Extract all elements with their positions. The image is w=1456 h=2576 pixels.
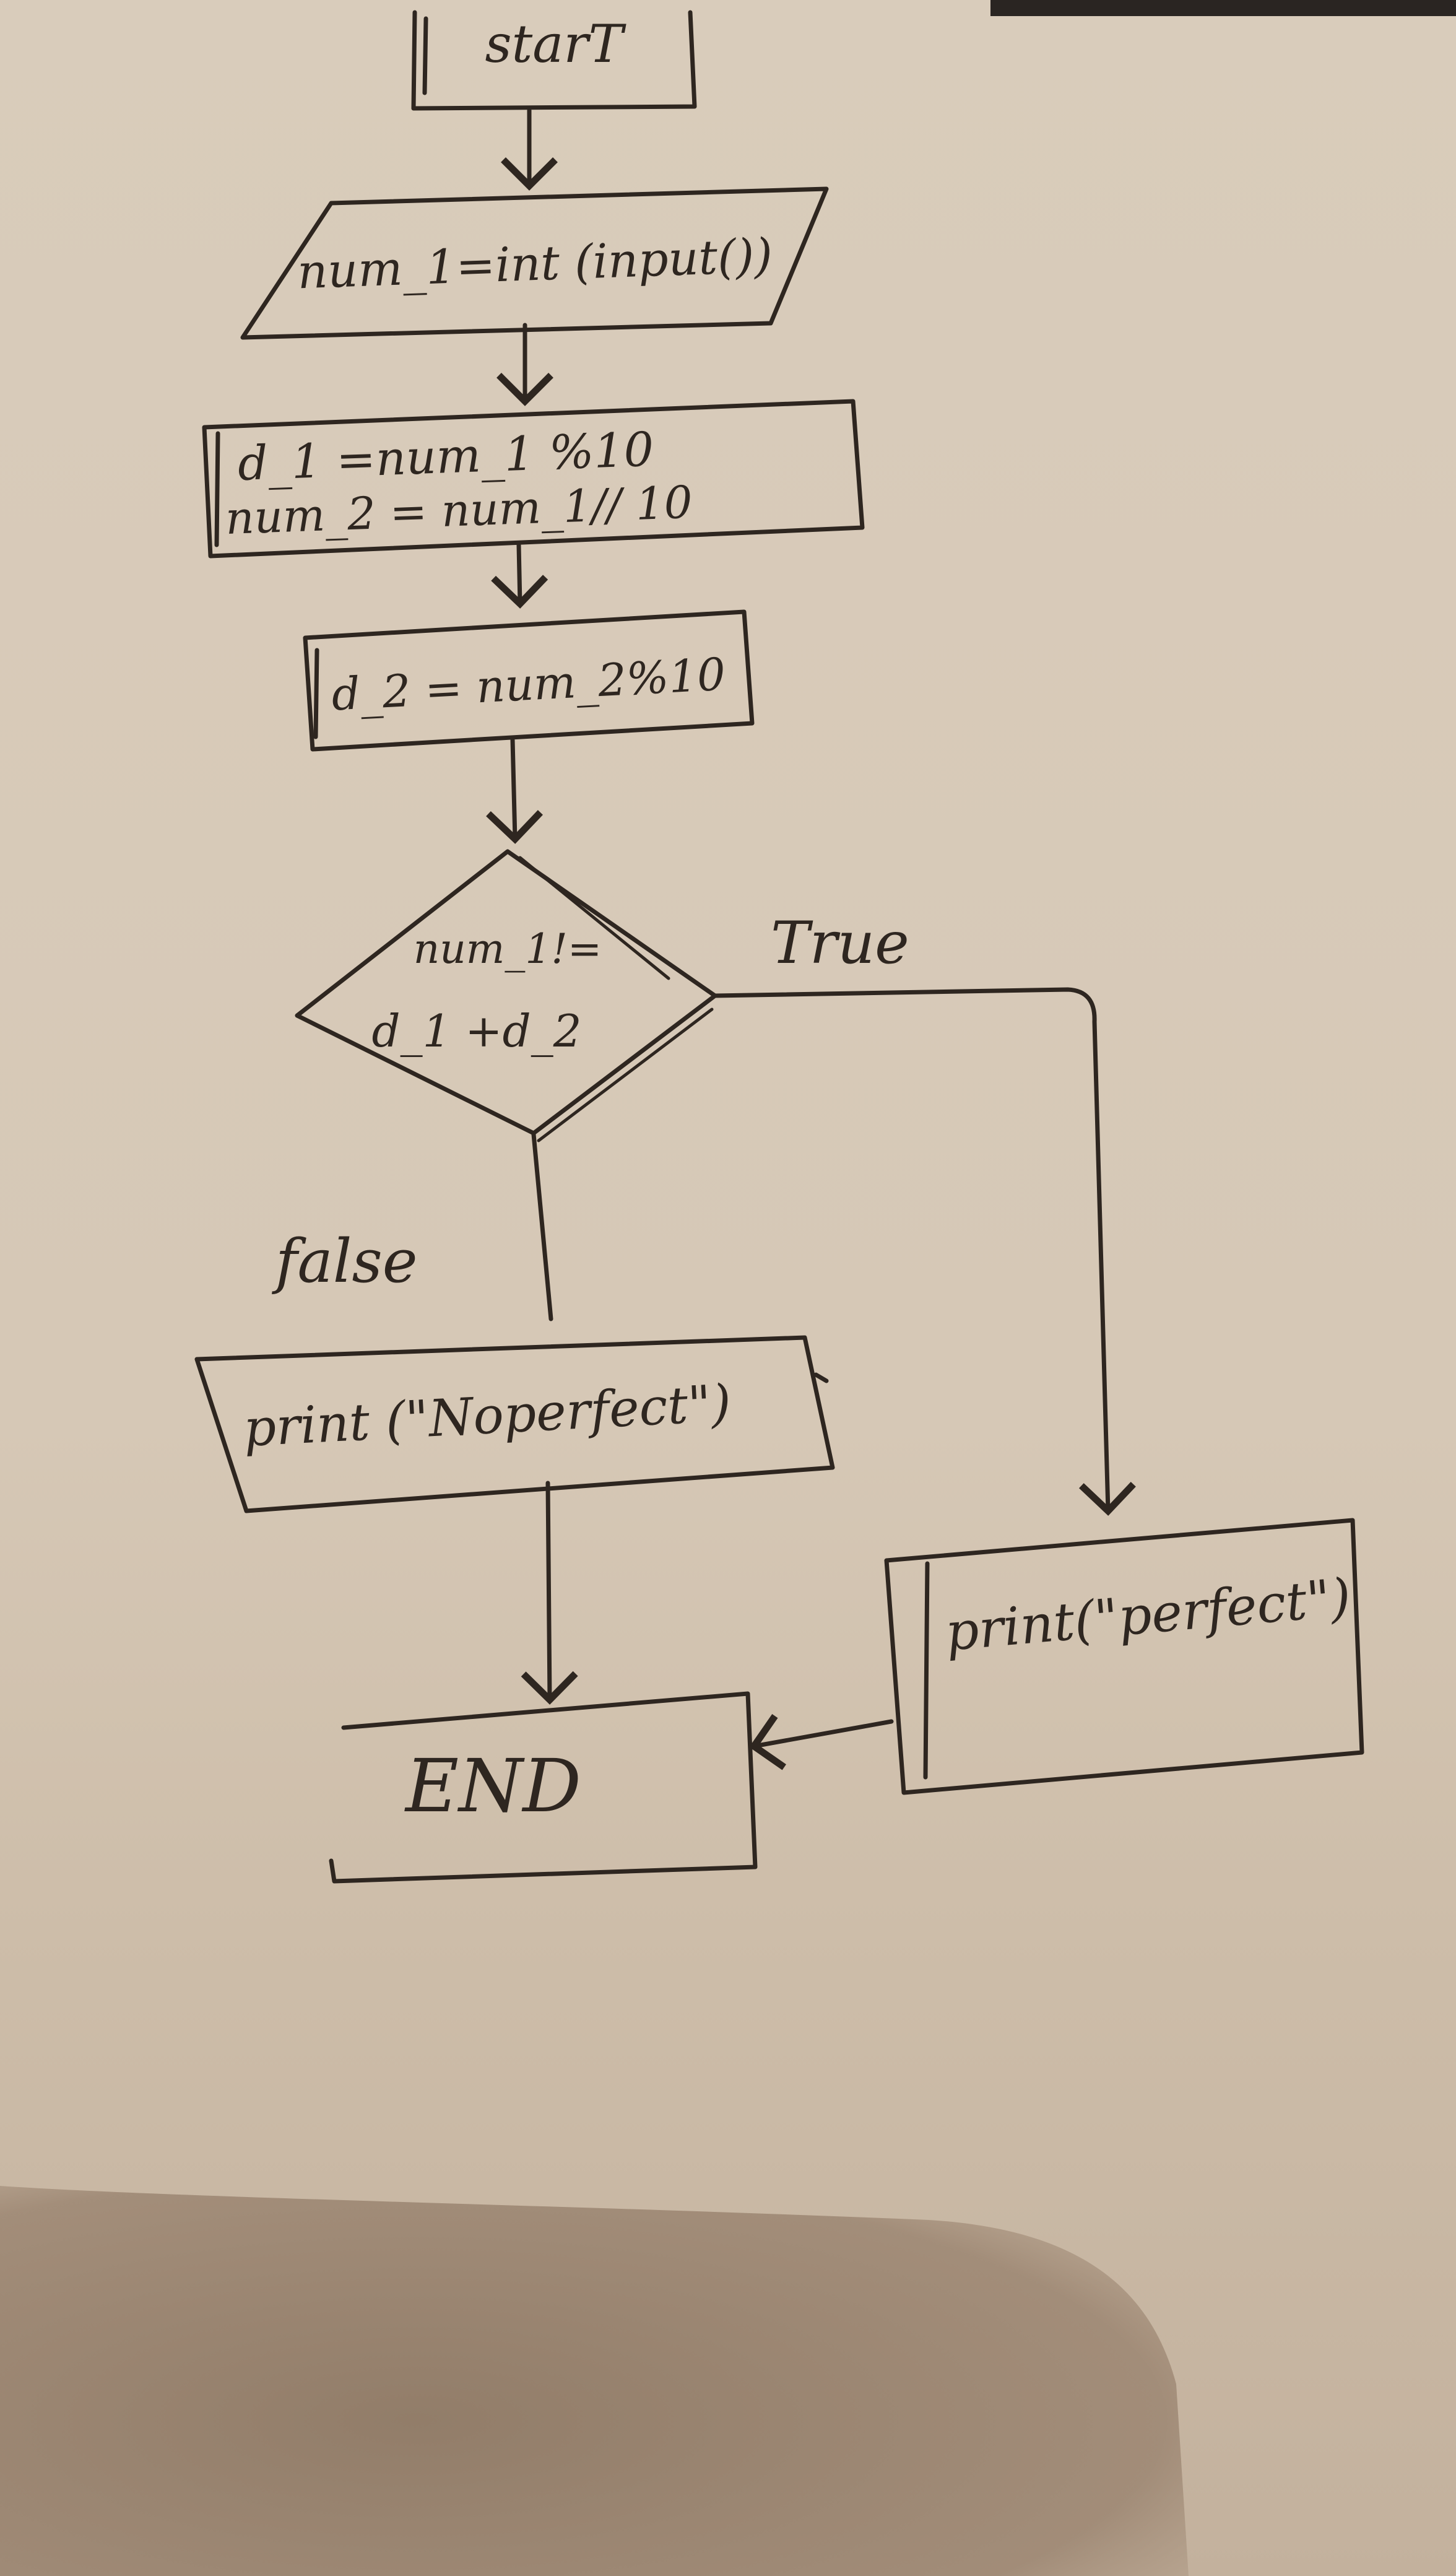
start-left-mark [422,16,428,95]
true-label: True [771,910,909,977]
process2-box [303,609,755,752]
decision-double-edge [537,1007,714,1142]
arrow-noperfect-to-end [521,1481,578,1705]
start-terminal [411,10,697,111]
output-noperfect-tick [813,1372,829,1383]
process1-left-mark [214,431,220,547]
arrow-process2-to-decision [486,738,543,844]
decision-inner-stroke [518,856,670,980]
input-label: num_1=int (input()) [297,228,774,300]
true-path [713,987,1136,1516]
false-path [531,1132,553,1321]
output-noperfect-box [194,1335,835,1513]
process1-box [202,399,865,559]
arrow-process1-to-process2 [491,542,548,609]
arrow-perfect-to-end [749,1714,894,1770]
output-perfect-box [884,1518,1364,1795]
end-terminal [329,1691,758,1884]
output-noperfect-label: print ("Noperfect") [242,1374,732,1458]
process2-left-mark [313,648,319,739]
input-parallelogram [240,186,829,340]
output-perfect-left-mark [923,1561,930,1780]
hand-shadow [0,2186,1189,2576]
start-label: starT [485,14,626,74]
decision-label-line2: d_1 +d_2 [371,1005,581,1057]
output-perfect-label: print("perfect") [943,1567,1353,1663]
end-label: END [404,1743,581,1829]
process2-label: d_2 = num_2%10 [331,648,727,720]
decision-label-line1: num_1!= [414,925,602,973]
false-label: false [272,1227,418,1296]
decision-diamond [295,849,717,1136]
desk-edge [990,0,1456,16]
